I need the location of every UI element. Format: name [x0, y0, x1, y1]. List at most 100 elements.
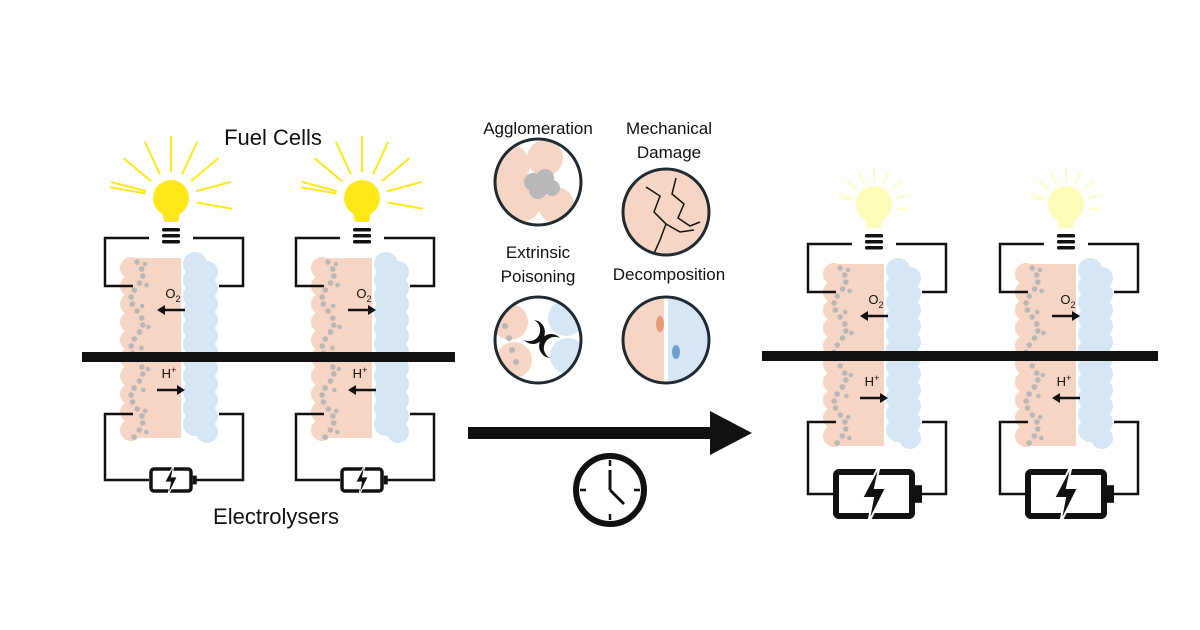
mechanical-label-line2: Damage [637, 143, 701, 162]
catalyst-particle [1041, 330, 1046, 336]
bulb-glass [344, 180, 380, 216]
catalyst-particle [335, 282, 340, 288]
lightning-bolt [860, 463, 888, 525]
bulb-base-ring [162, 234, 180, 238]
catalyst-particle [136, 280, 143, 286]
catalyst-particle [837, 363, 844, 369]
electrolyser-wire-left [806, 420, 836, 496]
light-ray [300, 186, 337, 195]
catalyst-particle [337, 324, 342, 330]
catalyst-particle [333, 261, 339, 267]
battery-charging-icon [833, 463, 922, 525]
catalyst-particle [1034, 419, 1040, 425]
battery-terminal [1107, 485, 1114, 503]
catalyst-particle [841, 272, 848, 278]
anode-particle [1015, 371, 1037, 393]
catalyst-particle [1035, 328, 1041, 334]
light-ray [895, 193, 909, 200]
battery-terminal [915, 485, 922, 503]
catalyst-particle [330, 413, 336, 419]
catalyst-particle [1023, 300, 1029, 306]
electrolysers-title: Electrolysers [213, 504, 339, 529]
electrolyser-wire-left [998, 420, 1028, 496]
cell-degraded-2: O2H+ [998, 168, 1140, 525]
catalyst-particle [319, 392, 325, 398]
catalyst-particle [845, 414, 851, 420]
bulb-glass [1048, 186, 1084, 222]
bulb-glass [153, 180, 189, 216]
catalyst-particle [129, 301, 136, 307]
catalyst-particle [839, 433, 846, 439]
light-ray [195, 180, 232, 193]
catalyst-particle [131, 385, 137, 391]
catalyst-particle [327, 378, 334, 384]
catalyst-particle [330, 420, 337, 426]
anode-particle [120, 311, 142, 333]
catalyst-particle [1029, 412, 1036, 418]
catalyst-particle [1035, 279, 1041, 285]
catalyst-particle [330, 303, 336, 309]
agglomeration-icon [493, 137, 583, 227]
cathode-particle [196, 421, 218, 443]
light-ray [372, 141, 390, 175]
arrow-head [1072, 311, 1080, 321]
catalyst-particle [319, 343, 325, 349]
catalyst-particle [128, 294, 134, 300]
catalyst-particle [129, 399, 136, 405]
catalyst-particle [843, 393, 849, 399]
proton-superscript: + [171, 365, 176, 375]
fuel-cell-wire-right [193, 236, 245, 288]
catalyst-particle [843, 328, 849, 334]
proton-superscript: + [874, 373, 879, 383]
catalyst-particle [1034, 370, 1040, 376]
cathode-layer [183, 252, 218, 443]
catalyst-particle [1029, 265, 1035, 271]
catalyst-particle [330, 345, 335, 351]
catalyst-particle [134, 259, 140, 265]
catalyst-particle [1034, 377, 1041, 383]
lightning-bolt [1052, 463, 1080, 525]
light-ray [882, 171, 890, 185]
catalyst-particle [319, 294, 325, 300]
battery-charging-icon [340, 464, 388, 496]
oxygen-subscript: 2 [176, 294, 181, 304]
light-ray [387, 201, 424, 210]
cell-fresh-1: O2H+ [103, 136, 245, 496]
catalyst-particle [336, 366, 342, 372]
bulb-base-ring [1057, 240, 1075, 244]
catalyst-particle [845, 267, 851, 273]
catalyst-particle [138, 266, 145, 272]
light-ray [110, 180, 147, 193]
light-ray [143, 141, 161, 175]
catalyst-particle [325, 259, 331, 265]
anode-particle [311, 365, 333, 387]
extrinsic-label-line2: Poisoning [501, 267, 576, 286]
catalyst-particle [831, 398, 837, 404]
cathode-particle [1091, 427, 1113, 449]
arrow-head [1052, 393, 1060, 403]
catalyst-particle [140, 387, 146, 393]
cells-layer: O2H+O2H+O2H+O2H+ [103, 136, 1140, 525]
cathode-layer [1078, 258, 1113, 449]
bulb-neck [353, 212, 371, 222]
catalyst-chain [319, 259, 342, 440]
battery-charging-icon [1025, 463, 1114, 525]
catalyst-particle [1031, 384, 1038, 390]
light-ray [190, 157, 220, 183]
catalyst-particle [1034, 309, 1040, 315]
catalyst-particle [1037, 267, 1043, 273]
catalyst-particle [139, 371, 146, 377]
catalyst-particle [330, 364, 336, 370]
catalyst-particle [327, 280, 334, 286]
mechanical-label-line1: Mechanical [626, 119, 712, 138]
catalyst-particle [834, 342, 841, 348]
light-ray [839, 193, 853, 200]
light-ray [838, 197, 853, 201]
light-ray [122, 157, 152, 183]
catalyst-particle [1031, 286, 1038, 292]
catalyst-particle [139, 303, 145, 309]
catalyst-particle [322, 287, 329, 293]
catalyst-particle [831, 300, 837, 306]
light-ray [386, 180, 423, 193]
fuel-cell-wire-right [1088, 242, 1140, 294]
